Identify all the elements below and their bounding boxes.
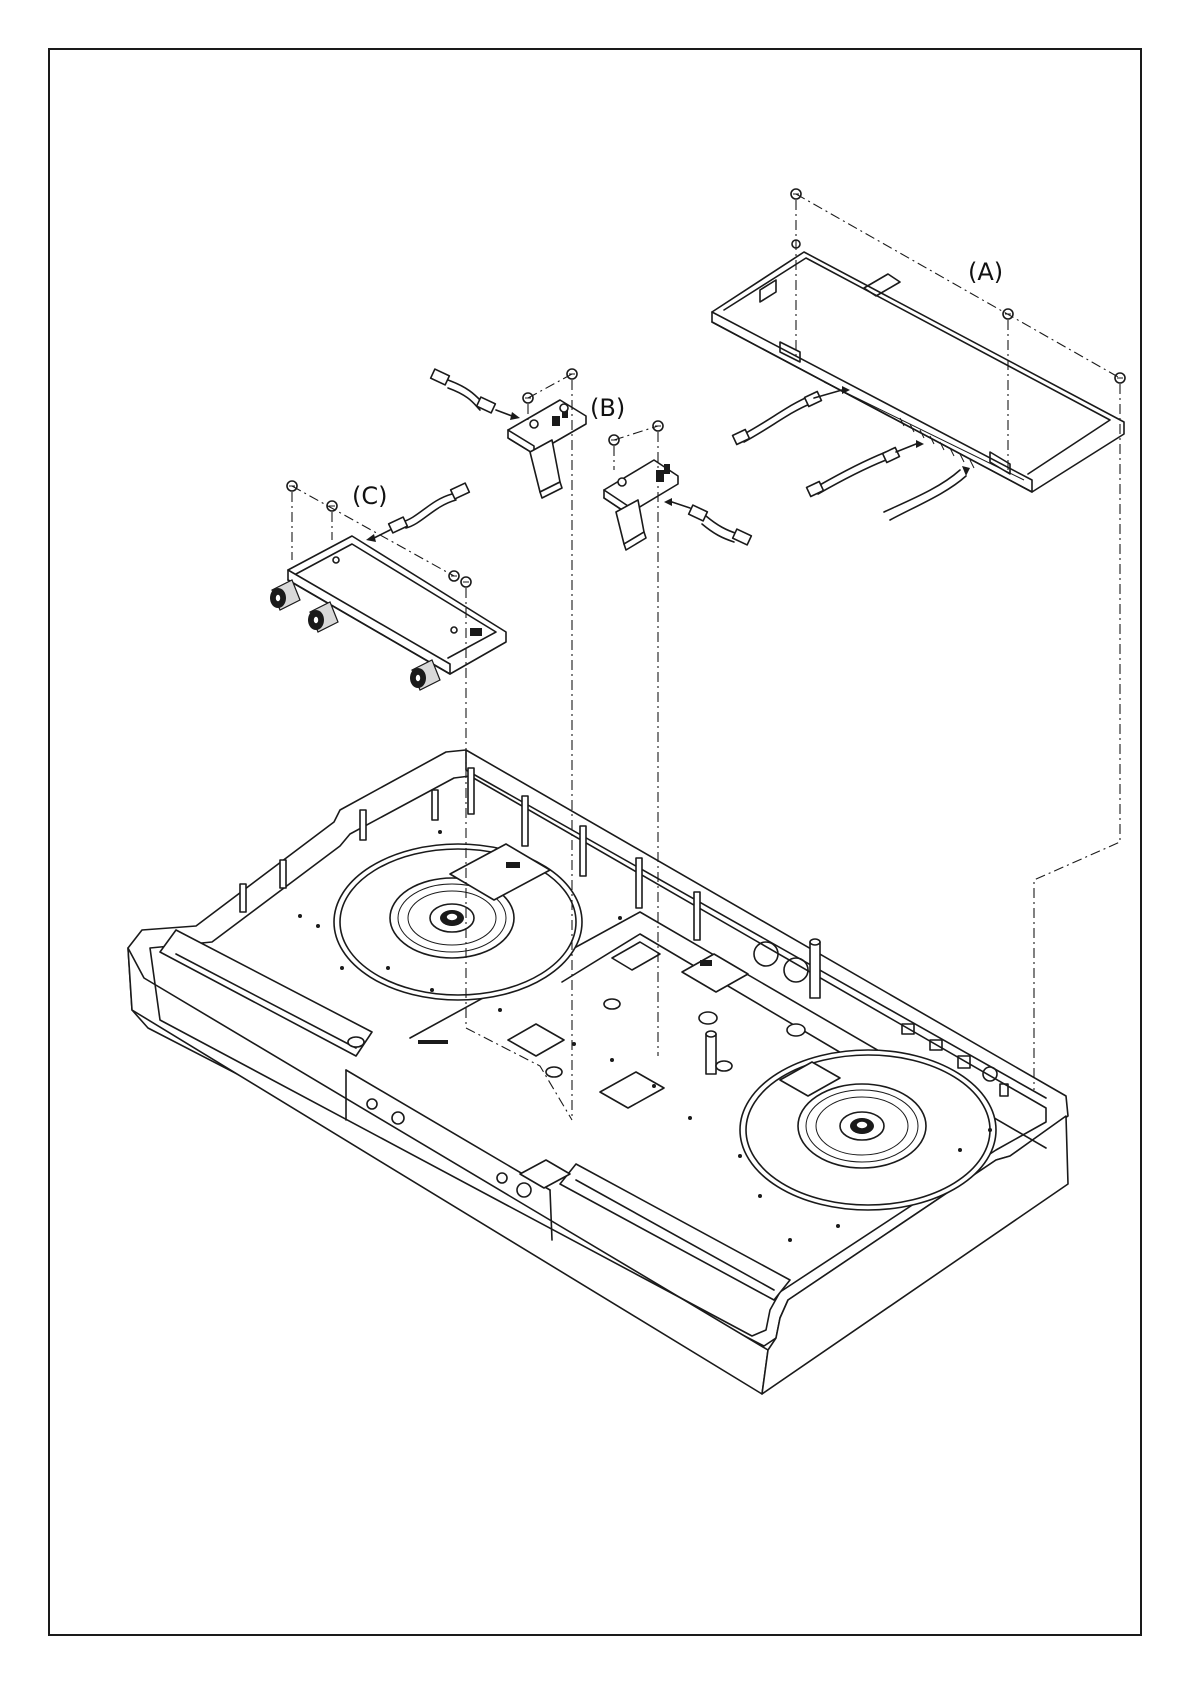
board-c-pcb — [288, 536, 506, 674]
right-platter — [740, 1050, 996, 1210]
callout-label-a: (A) — [968, 258, 1003, 286]
callout-label-b: (B) — [590, 394, 625, 422]
board-b-pcb-right — [604, 460, 678, 550]
board-b-pcb-left — [508, 400, 586, 498]
chassis-bottom-case — [128, 750, 1068, 1394]
callout-label-c: (C) — [352, 482, 387, 510]
board-a-main-pcb — [712, 240, 1124, 492]
